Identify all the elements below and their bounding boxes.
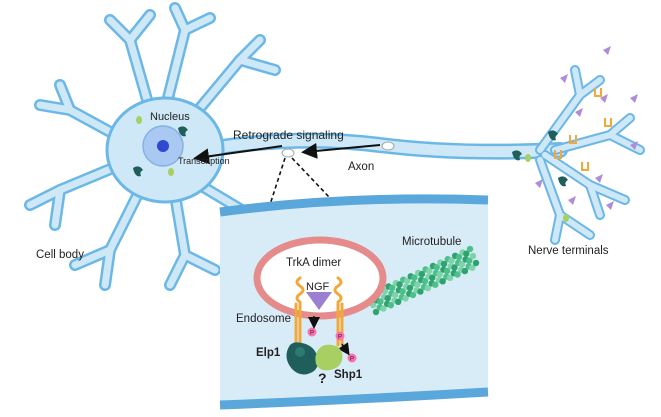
terminal-receptors bbox=[554, 88, 612, 171]
microtubule-bead bbox=[463, 250, 470, 257]
retrograde-arrow-1 bbox=[193, 145, 283, 165]
microtubule-bead bbox=[377, 298, 384, 305]
microtubule-bead bbox=[418, 270, 426, 278]
microtubule-bead bbox=[387, 302, 394, 309]
phospho-marks: P P P bbox=[307, 327, 357, 363]
label-microtubule: Microtubule bbox=[402, 236, 461, 248]
terminal-ngf-ligands bbox=[535, 46, 638, 210]
terminal-particles bbox=[512, 130, 569, 222]
nucleus bbox=[142, 125, 184, 167]
microtubule-bead bbox=[403, 277, 411, 285]
microtubule-bead bbox=[448, 257, 455, 264]
microtubule-bead bbox=[455, 253, 463, 261]
phospho-label-3: P bbox=[350, 357, 354, 363]
ngf-ligand bbox=[306, 292, 332, 310]
axon-endosome-1 bbox=[281, 148, 295, 158]
label-endosome: Endosome bbox=[236, 313, 291, 325]
microtubule-bead bbox=[440, 260, 448, 268]
microtubule-bead bbox=[439, 278, 446, 285]
microtubule-bead bbox=[406, 284, 414, 292]
neuron bbox=[24, 2, 645, 291]
microtubule-bead bbox=[421, 277, 429, 285]
microtubule-bead bbox=[424, 284, 432, 292]
soma-particles bbox=[133, 116, 188, 177]
microtubule-bead bbox=[466, 245, 474, 253]
microtubule-bead bbox=[411, 274, 418, 281]
label-elp1: Elp1 bbox=[256, 347, 281, 359]
label-nucleus: Nucleus bbox=[150, 111, 190, 123]
microtubule-bead bbox=[469, 252, 477, 260]
microtubule-bead bbox=[472, 259, 480, 267]
microtubule bbox=[366, 245, 480, 316]
microtubule-bead bbox=[417, 288, 424, 295]
microtubule-bead bbox=[432, 281, 439, 288]
elp1-protein bbox=[286, 342, 319, 375]
microtubule-bead bbox=[414, 281, 421, 288]
microtubule-bead bbox=[436, 271, 443, 278]
label-retrograde-signaling: Retrograde signaling bbox=[233, 128, 344, 142]
microtubule-bead bbox=[451, 264, 458, 271]
label-cell-body: Cell body bbox=[36, 249, 84, 261]
phospho-label-2: P bbox=[338, 335, 342, 341]
axon-endosome-2 bbox=[381, 141, 395, 151]
microtubule-bead bbox=[458, 260, 466, 268]
label-transcription: Transcription bbox=[178, 156, 230, 166]
endosome bbox=[253, 236, 387, 320]
microtubule-bead bbox=[395, 298, 402, 305]
microtubule-bead bbox=[446, 274, 454, 282]
microtubule-bead bbox=[461, 267, 469, 275]
microtubule-bead bbox=[380, 305, 387, 312]
microtubule-bead bbox=[372, 308, 380, 316]
unknown-interaction-mark: ? bbox=[318, 370, 327, 386]
microtubule-bead bbox=[392, 291, 399, 298]
microtubule-bead bbox=[402, 295, 409, 302]
microtubule-bead bbox=[466, 257, 473, 264]
microtubule-bead bbox=[443, 267, 451, 275]
microtubule-bead bbox=[426, 267, 433, 274]
label-ngf: NGF bbox=[306, 281, 330, 293]
microtubule-bead bbox=[389, 284, 396, 291]
dendrites-fill bbox=[26, 4, 279, 289]
label-shp1: Shp1 bbox=[334, 369, 363, 381]
inset-arrow-2 bbox=[338, 342, 350, 356]
label-nerve-terminals: Nerve terminals bbox=[528, 245, 609, 257]
shp1-protein bbox=[315, 344, 343, 371]
microtubule-bead bbox=[396, 281, 403, 288]
label-trka-dimer: TrkA dimer bbox=[286, 257, 341, 269]
microtubule-bead bbox=[429, 274, 436, 281]
microtubule-bead bbox=[399, 288, 406, 295]
microtubule-bead bbox=[454, 271, 461, 278]
phospho-label-1: P bbox=[310, 331, 314, 337]
microtubule-bead bbox=[433, 264, 440, 271]
retrograde-arrow-2 bbox=[301, 142, 381, 159]
microtubule-bead bbox=[469, 264, 476, 271]
label-axon: Axon bbox=[348, 161, 374, 173]
microtubule-bead bbox=[409, 291, 417, 299]
microtubule-bead bbox=[384, 295, 391, 302]
